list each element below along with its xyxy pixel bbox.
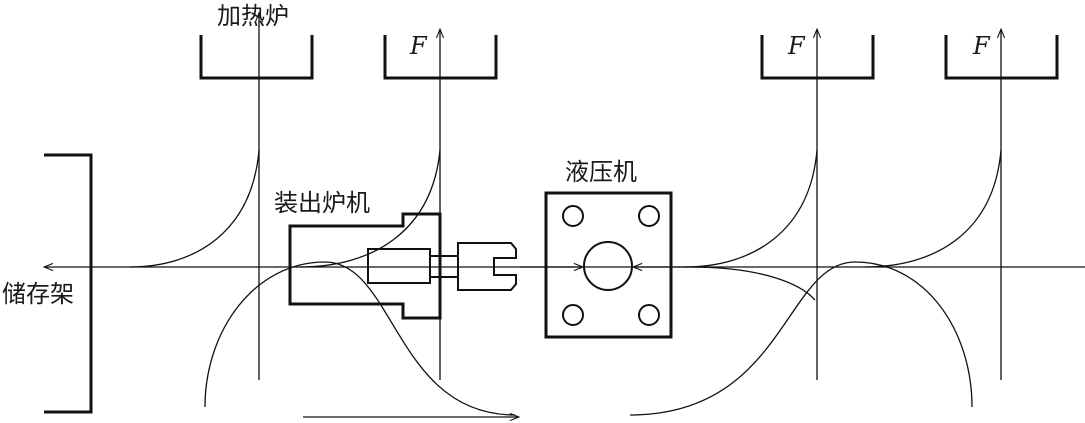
press-body [544, 191, 673, 339]
charger-body [288, 212, 442, 320]
lower-curve-right-down [689, 266, 816, 301]
curve-furnace4-right [864, 149, 1002, 268]
press-die-center [583, 241, 633, 291]
storage-rack [44, 153, 93, 414]
force-label-2: F [787, 32, 806, 60]
press-label: 液压机 [565, 158, 637, 186]
press-bolt-tl [562, 205, 584, 227]
curve-furnace1-left [129, 149, 260, 268]
press-bolt-br [638, 304, 660, 326]
force-label-3: F [972, 32, 991, 60]
press-bolt-tr [638, 205, 660, 227]
lower-curve-right-up [629, 261, 973, 416]
curve-furnace3-right [684, 149, 818, 268]
storage-label: 储存架 [2, 280, 74, 308]
lower-curve-left-up [204, 261, 516, 416]
charger-label: 装出炉机 [274, 189, 370, 217]
press-bolt-bl [562, 304, 584, 326]
furnace-label: 加热炉 [217, 2, 289, 30]
force-label-1: F [409, 32, 428, 60]
curve-furnace2-left [299, 149, 441, 268]
furnace-box-1 [199, 35, 314, 80]
